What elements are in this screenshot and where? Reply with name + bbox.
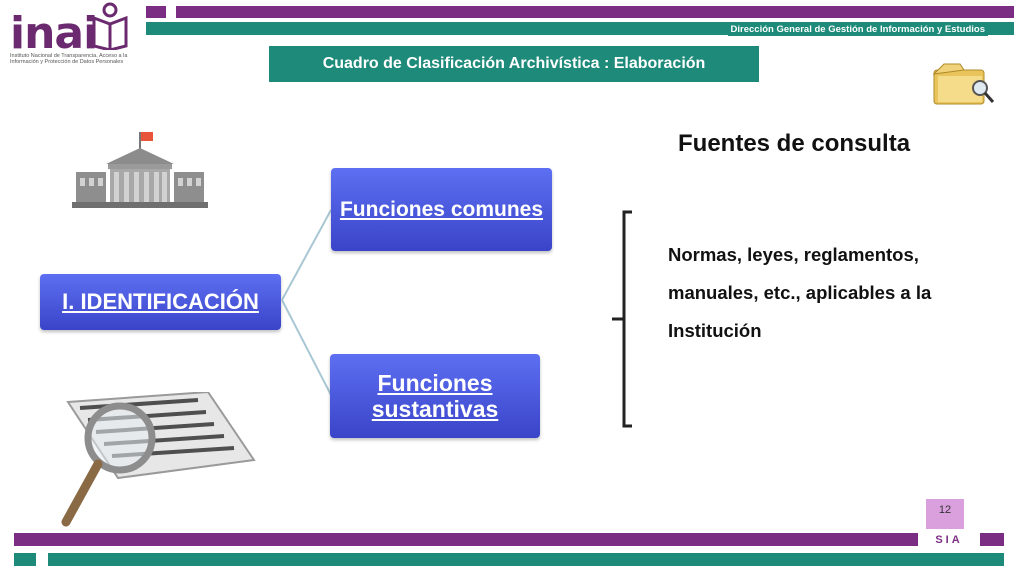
footer-sia-label: SIA bbox=[935, 534, 963, 546]
footer-bar-purple bbox=[14, 533, 918, 546]
sources-title: Fuentes de consulta bbox=[678, 130, 911, 157]
inai-logo-icon bbox=[92, 2, 128, 50]
sources-text: Normas, leyes, reglamentos, manuales, et… bbox=[668, 244, 932, 341]
building-icon bbox=[72, 132, 208, 208]
node-funciones-sustantivas: Funciones sustantivas bbox=[330, 354, 540, 438]
root-node-identificacion: I. IDENTIFICACIÓN bbox=[40, 274, 281, 330]
header-bar-purple bbox=[176, 6, 1014, 18]
slide-title: Cuadro de Clasificación Archivística : E… bbox=[269, 46, 759, 82]
folder-search-icon bbox=[932, 63, 995, 105]
page-number-badge: 12 bbox=[926, 499, 964, 529]
department-label: Dirección General de Gestión de Informac… bbox=[727, 23, 988, 36]
magnifier-document-icon bbox=[61, 392, 256, 527]
footer-accent-teal bbox=[14, 553, 36, 566]
node-funciones-comunes: Funciones comunes bbox=[331, 168, 552, 251]
inai-logo-subtitle: Instituto Nacional de Transparencia, Acc… bbox=[10, 53, 128, 65]
inai-logo-text: inai bbox=[10, 8, 98, 59]
footer-bar-teal bbox=[48, 553, 1004, 566]
footer-accent-purple bbox=[980, 533, 1004, 546]
header-accent-purple bbox=[146, 6, 166, 18]
